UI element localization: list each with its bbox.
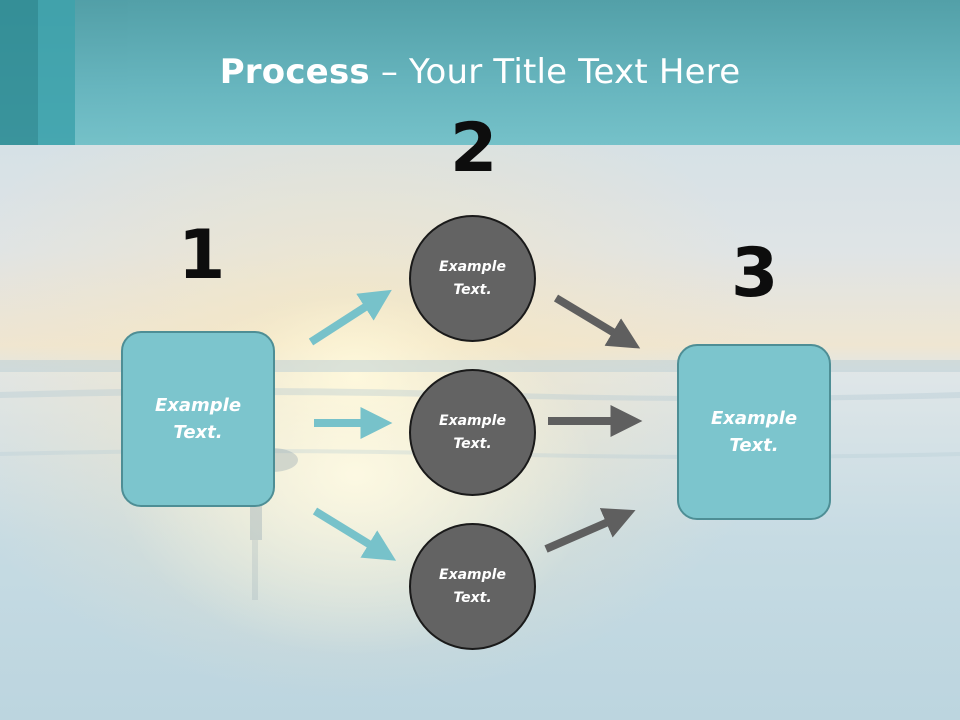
step-2-circle-middle: Example Text.: [409, 369, 536, 496]
title-bar: [0, 0, 960, 145]
circle-bottom-text: Example Text.: [439, 567, 506, 606]
step-number-1: 1: [178, 216, 226, 295]
arrow-down-right-teal: [312, 507, 397, 561]
title-bar-accent-stripe: [38, 0, 75, 145]
step-1-box-text: Example Text.: [154, 395, 242, 443]
step-2-circle-bottom: Example Text.: [409, 523, 536, 650]
circle-top-text: Example Text.: [439, 259, 506, 298]
slide-title: Process – Your Title Text Here: [0, 52, 960, 92]
title-bold-part: Process: [219, 52, 370, 92]
step-1-box: Example Text.: [121, 331, 275, 507]
step-3-box: Example Text.: [677, 344, 831, 520]
step-number-3: 3: [731, 234, 779, 313]
arrow-up-right-grey: [544, 508, 636, 553]
arrow-up-right-teal: [308, 289, 392, 346]
step-2-circle-top: Example Text.: [409, 215, 536, 342]
title-bar-accent-stripe: [0, 0, 38, 145]
step-3-box-text: Example Text.: [710, 408, 798, 456]
circle-middle-text: Example Text.: [439, 413, 506, 452]
step-number-2: 2: [450, 109, 498, 188]
arrow-down-right-grey: [553, 294, 641, 349]
title-rest-part: – Your Title Text Here: [369, 52, 741, 92]
